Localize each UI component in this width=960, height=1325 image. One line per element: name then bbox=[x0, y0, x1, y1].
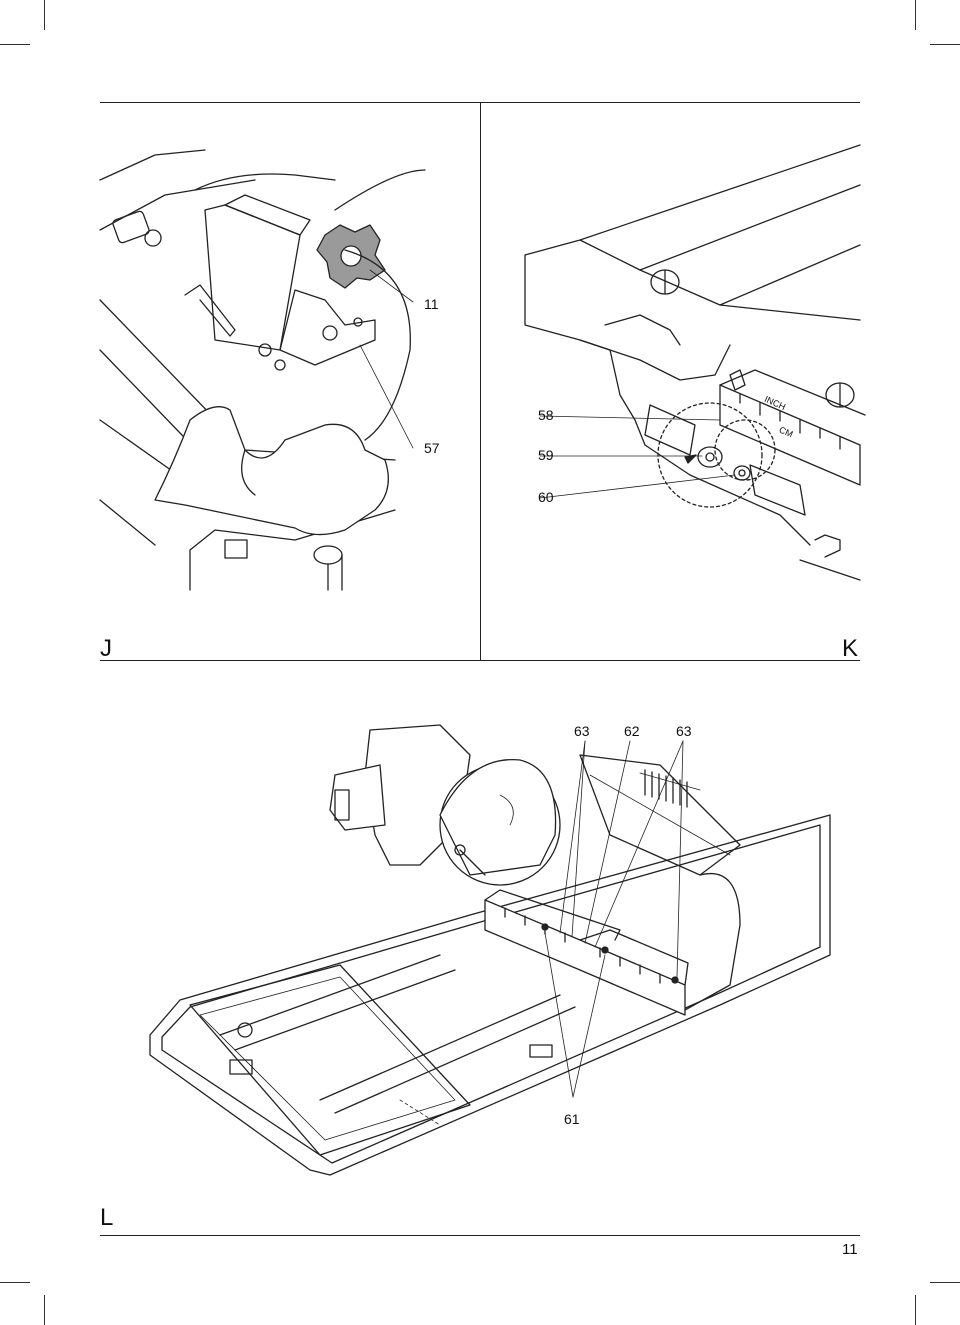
figure-j-letter: J bbox=[100, 635, 112, 662]
mid-rule bbox=[100, 660, 860, 661]
callout-58: 58 bbox=[538, 407, 554, 423]
crop-mark bbox=[44, 1295, 45, 1325]
callout-63-left: 63 bbox=[574, 723, 590, 739]
figure-l-letter: L bbox=[100, 1204, 114, 1231]
center-divider bbox=[480, 102, 481, 661]
crop-mark bbox=[915, 0, 916, 30]
crop-mark bbox=[915, 1295, 916, 1325]
crop-mark bbox=[930, 44, 960, 45]
bottom-rule bbox=[100, 1235, 860, 1236]
crop-mark bbox=[0, 1282, 30, 1283]
callout-61: 61 bbox=[564, 1111, 580, 1127]
callout-63-right: 63 bbox=[676, 723, 692, 739]
callout-60: 60 bbox=[538, 489, 554, 505]
crop-mark bbox=[0, 44, 30, 45]
figure-k-letter: K bbox=[842, 635, 859, 662]
callout-62: 62 bbox=[624, 723, 640, 739]
crop-mark bbox=[44, 0, 45, 30]
figure-l-illustration bbox=[149, 724, 831, 1176]
page-number: 11 bbox=[842, 1241, 858, 1258]
figure-k-illustration bbox=[524, 144, 866, 581]
figure-j-illustration bbox=[99, 149, 426, 591]
callout-11: 11 bbox=[424, 296, 439, 312]
callout-57: 57 bbox=[424, 440, 440, 456]
crop-mark bbox=[930, 1282, 960, 1283]
callout-59: 59 bbox=[538, 447, 554, 463]
